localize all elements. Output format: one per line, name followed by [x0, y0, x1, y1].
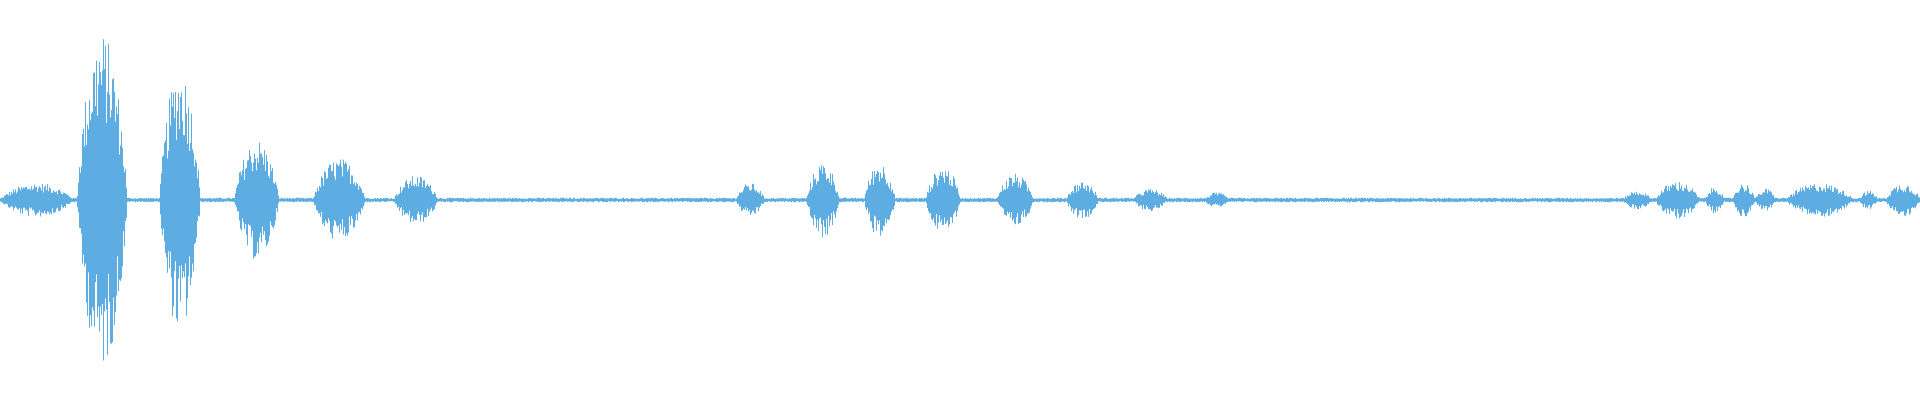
waveform-signal	[0, 39, 1920, 361]
waveform-bars	[0, 39, 1920, 361]
